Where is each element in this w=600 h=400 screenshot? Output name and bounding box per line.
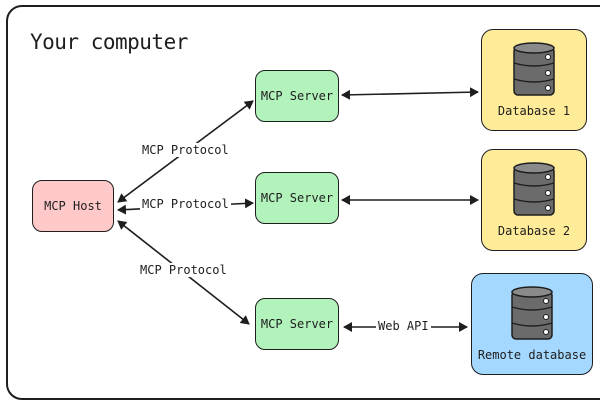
remote-database-label: Remote database [477,348,587,362]
your-computer-frame [6,5,600,400]
database-icon [513,162,555,216]
database-1-node[interactable]: Database 1 [481,29,587,131]
database-2-node[interactable]: Database 2 [481,149,587,251]
database-icon [511,286,553,340]
database-1-label: Database 1 [497,104,571,118]
remote-database-node[interactable]: Remote database [471,273,593,375]
mcp-server-node-1[interactable]: MCP Server [255,70,339,122]
mcp-server-label-1: MCP Server [260,89,334,103]
database-2-label: Database 2 [497,224,571,238]
edge-label-protocol-1: MCP Protocol [140,143,231,157]
edge-label-protocol-3: MCP Protocol [138,263,229,277]
mcp-host-node[interactable]: MCP Host [32,180,114,232]
mcp-host-label: MCP Host [44,199,102,213]
edge-server-1-db-1 [341,87,479,100]
mcp-server-label-2: MCP Server [260,191,334,205]
database-icon [513,42,555,96]
edge-label-protocol-2: MCP Protocol [140,197,231,211]
mcp-server-label-3: MCP Server [260,317,334,331]
edge-label-web-api: Web API [376,319,431,333]
mcp-server-node-3[interactable]: MCP Server [255,298,339,350]
mcp-server-node-2[interactable]: MCP Server [255,172,339,224]
frame-title: Your computer [30,30,188,54]
